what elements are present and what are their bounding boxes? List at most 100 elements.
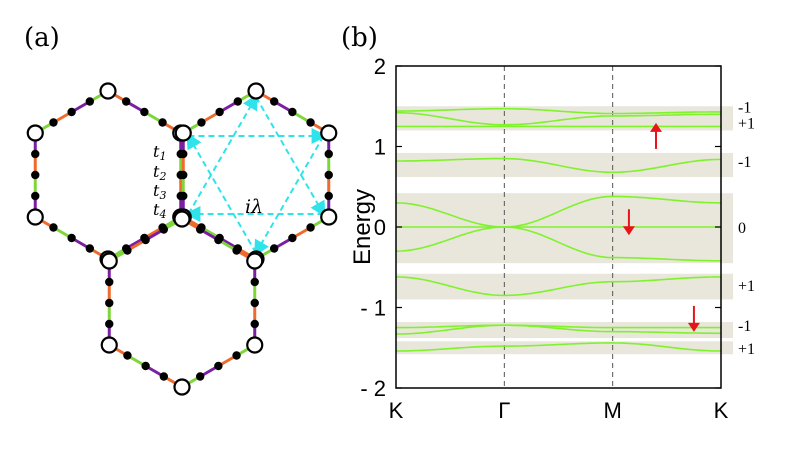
shaded-band [396,193,733,264]
decoration-site [306,223,315,232]
hopping-labels: t1 t2 t3 t4 iλ [153,142,263,221]
decoration-site [49,118,58,127]
decoration-site [179,170,188,180]
decoration-site [195,225,205,234]
chern-number: +1 [738,278,755,295]
decoration-site [288,107,297,117]
decoration-site [215,107,224,117]
chern-number: -1 [738,318,751,335]
lattice-site [100,252,118,270]
lattice-site [173,210,191,228]
lattice-site [247,82,265,100]
decoration-site [269,97,279,106]
decoration-site [31,191,40,201]
band-line [396,157,722,174]
soc-hopping-arrow [255,96,326,218]
y-axis-ticks: 210- 1- 2 [360,54,721,401]
decoration-site [324,149,333,159]
decoration-site [250,298,259,308]
hopping-label-t3: t3 [153,181,166,202]
decoration-site [67,233,76,243]
decoration-site [250,319,259,329]
decoration-site [121,97,131,106]
spin-arrow-head [650,122,662,132]
decoration-site [306,118,315,127]
chern-number: +1 [738,115,755,132]
decoration-site [85,97,95,106]
decoration-site [324,191,333,201]
y-tick-label: 0 [374,215,386,240]
decoration-site [269,244,279,253]
decoration-site [123,246,132,255]
lattice-sites [26,82,338,396]
decoration-site [105,298,114,308]
soc-hopping-arrow [186,132,257,254]
decoration-site [123,351,132,360]
x-tick-label: K [714,398,729,423]
band-lines [395,107,722,352]
decoration-site [158,118,167,127]
decoration-site [324,170,333,180]
soc-label: iλ [245,196,263,218]
panel-b-label: (b) [341,23,378,53]
spin-arrows [622,122,700,332]
lattice-site [320,124,338,142]
decoration-site [179,149,188,159]
decoration-site [195,372,205,381]
y-tick-label: - 1 [360,296,386,321]
shaded-band [396,152,733,178]
lattice-site [320,208,338,226]
band-line [395,342,722,352]
band-line [395,195,722,228]
chern-number-labels: -1+1-10+1-1+1 [738,99,755,358]
chern-number: -1 [738,154,751,171]
decoration-site [179,191,188,201]
band-line [395,111,721,126]
decoration-site [105,319,114,329]
chern-number: -1 [738,99,751,116]
x-tick-label: M [604,398,622,423]
decoration-site [288,233,297,243]
y-tick-label: 2 [374,54,386,79]
spin-orbit-hopping-triangles [184,93,328,257]
decoration-site [232,246,241,255]
band-line [396,324,721,329]
decoration-site [232,351,241,360]
shaded-band [396,341,733,355]
soc-hopping-arrow [253,135,325,257]
hopping-label-t1: t1 [153,142,166,163]
x-tick-label: Γ [498,398,510,423]
lattice-site [246,252,264,270]
decoration-site [141,235,150,245]
x-tick-label: K [389,398,404,423]
decoration-site [159,225,169,234]
decoration-site [67,107,76,117]
panel-a-label: (a) [24,23,60,53]
chern-number: +1 [738,341,755,358]
decoration-site [250,277,259,287]
lattice-site [173,378,191,396]
decoration-site [31,149,40,159]
band-line [395,226,721,262]
lattice-site [26,208,44,226]
band-shading [396,106,733,355]
lattice-site [174,124,192,142]
hopping-label-t2: t2 [153,162,166,183]
band-line [396,107,721,115]
decoration-site [214,361,223,371]
chern-number: 0 [738,220,746,237]
y-tick-label: - 2 [360,376,386,401]
decoration-site [105,277,114,287]
decoration-site [31,170,40,180]
y-axis-label: Energy [349,189,376,265]
decoration-site [141,361,150,371]
decoration-site [159,372,169,381]
decoration-site [197,118,206,127]
lattice-site [99,82,117,100]
band-line [395,324,721,335]
decoration-site [85,244,95,253]
